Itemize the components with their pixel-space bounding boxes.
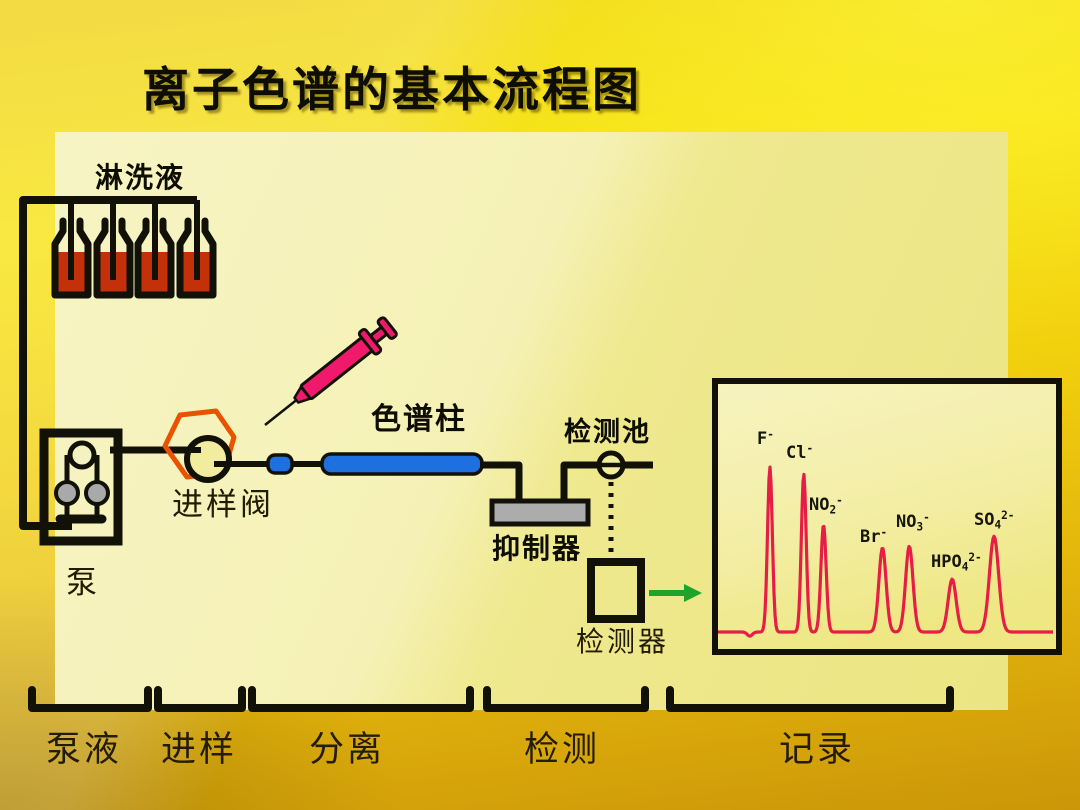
stage-bracket-pumping	[28, 686, 152, 712]
detector-label: 检测器	[576, 627, 670, 658]
stage-bracket-recording	[666, 686, 954, 712]
column-label: 色谱柱	[371, 403, 467, 436]
pump-linkage	[64, 455, 100, 516]
stage-bracket-detection	[483, 686, 649, 712]
separation-column	[320, 452, 484, 476]
stage-label-injection: 进样	[161, 730, 238, 769]
stage-bracket-injection	[154, 686, 246, 712]
eluent-label: 淋洗液	[95, 162, 186, 193]
eluent-dip-tubes	[68, 200, 200, 280]
stage-label-detection: 检测	[524, 730, 601, 769]
pump-piston-left	[54, 480, 80, 506]
detector-box	[587, 558, 645, 623]
stage-label-recording: 记录	[779, 730, 856, 769]
flow-arrow-head	[684, 584, 702, 602]
pump-label: 泵	[66, 565, 100, 600]
eluent-bottle	[93, 217, 134, 299]
pump	[39, 428, 123, 546]
chromatogram-trace	[717, 465, 1054, 638]
peak-label-chloride: Cl-	[786, 442, 814, 464]
pump-cam-circle	[67, 440, 97, 470]
eluent-bottle	[134, 217, 175, 299]
syringe-thumb-rest	[376, 316, 398, 340]
pump-piston-right	[84, 480, 110, 506]
suppressor-box	[489, 498, 591, 527]
injection-valve-label: 进样阀	[172, 487, 274, 522]
syringe-icon	[264, 316, 398, 426]
injection-valve-hexagon	[162, 408, 237, 480]
eluent-bottles	[51, 200, 217, 299]
eluent-bottle	[51, 217, 92, 299]
peak-label-nitrite: NO2-	[809, 494, 843, 517]
peak-label-bromide: Br-	[860, 526, 888, 548]
peak-label-fluoride: F-	[757, 428, 774, 450]
injection-valve	[162, 408, 270, 483]
stage-bracket-separation	[248, 686, 474, 712]
syringe-needle	[264, 399, 298, 426]
suppressor-label: 抑制器	[492, 533, 583, 564]
pump-box	[39, 428, 123, 546]
page-title: 离子色谱的基本流程图	[142, 63, 642, 116]
stage-label-pumping: 泵液	[46, 730, 123, 769]
guard-column	[266, 453, 294, 475]
injection-valve-circle	[184, 435, 232, 483]
flow-arrow	[649, 584, 702, 602]
eluent-bottle	[176, 217, 217, 299]
peak-label-sulfate: SO42-	[974, 509, 1015, 532]
detection-cell-label: 检测池	[564, 417, 651, 447]
peak-label-phosphate: HPO42-	[931, 551, 982, 574]
column-to-suppressor-pipe	[480, 461, 523, 501]
stage-label-separation: 分离	[309, 730, 386, 769]
peak-label-nitrate: NO3-	[896, 511, 930, 534]
suppressor-to-cell-pipe	[560, 461, 598, 501]
